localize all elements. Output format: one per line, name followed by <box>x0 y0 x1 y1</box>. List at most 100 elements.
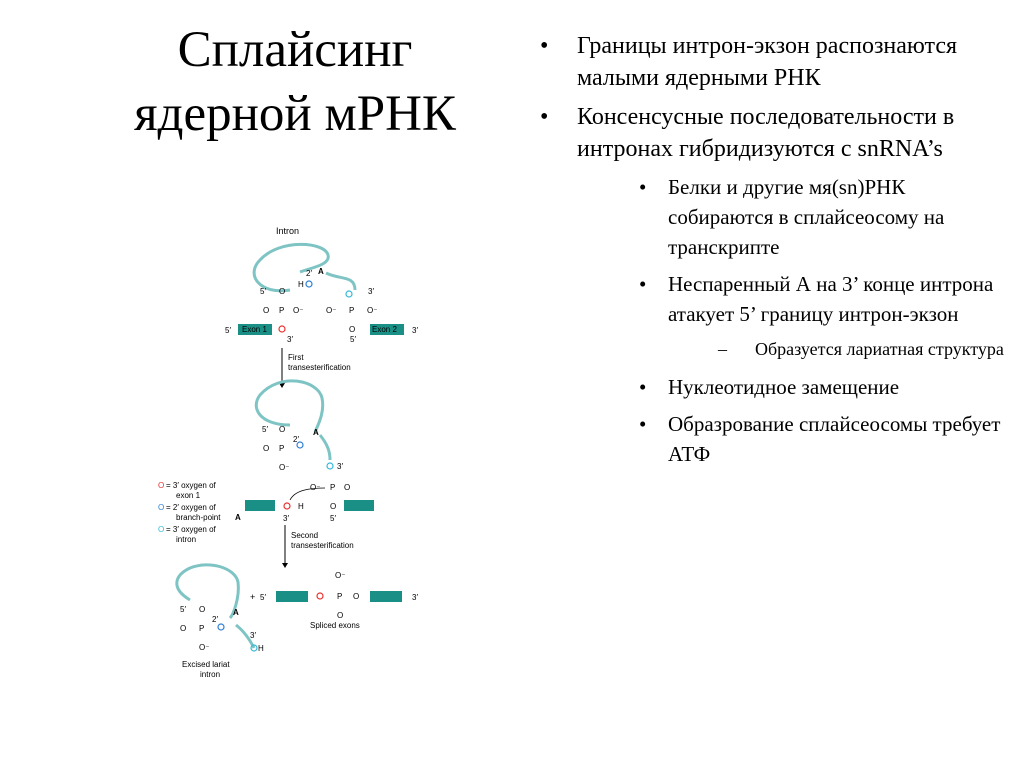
three-prime-3: 3′ <box>250 631 256 640</box>
ominus-3: O⁻ <box>199 643 209 652</box>
intron-label: Intron <box>276 226 299 236</box>
two-prime-3: 2′ <box>212 615 218 624</box>
red-oxygen-1 <box>278 325 286 333</box>
intron-tail-2 <box>318 434 332 461</box>
spliced-exon1-box <box>276 591 308 602</box>
blue-oxygen-1 <box>305 280 313 288</box>
h-3: H <box>258 644 264 653</box>
ominus-2b: O⁻ <box>310 483 320 492</box>
intron-loop-2 <box>254 379 325 433</box>
o-2d: O <box>330 502 336 511</box>
p-1: P <box>279 306 284 315</box>
bullet-2-3: Нуклеотидное замещение <box>639 372 1015 402</box>
exon1-box-2 <box>245 500 275 511</box>
p-3: P <box>199 624 204 633</box>
legend-red-symbol: O <box>158 481 164 490</box>
legend-red-l2: exon 1 <box>176 491 201 500</box>
legend-blue-symbol: O <box>158 503 164 512</box>
stage-1-pre-mrna: Intron 2′ A H 5′ O O P O⁻ 3′ 5′ Exon 1 3… <box>225 226 418 344</box>
p-2: P <box>279 444 284 453</box>
splicing-diagram: Intron 2′ A H 5′ O O P O⁻ 3′ 5′ Exon 1 3… <box>158 226 418 679</box>
p-2b: P <box>330 483 335 492</box>
intron-loop-1 <box>252 242 330 293</box>
ominus-1: O⁻ <box>293 306 303 315</box>
spliced-exons-label: Spliced exons <box>310 621 360 630</box>
o-3c: O <box>353 592 359 601</box>
five-prime-3: 5′ <box>180 605 186 614</box>
branch-a-1: A <box>318 267 324 276</box>
bullet-2-4: Образрование сплайсеосомы требует АТФ <box>639 409 1015 469</box>
exon1-label: Exon 1 <box>242 325 267 334</box>
title-line-2: ядерной мРНК <box>134 86 456 142</box>
ominus-1c: O⁻ <box>367 306 377 315</box>
five-prime-3b: 5′ <box>260 593 266 602</box>
o-1b: O <box>349 325 355 334</box>
excised-l2: intron <box>200 670 220 679</box>
exon1-box <box>238 324 272 335</box>
stage-2-lariat-forming: 5′ O 2′ A O P O⁻ 3′ H 3′ O⁻ P O O 5′ O =… <box>158 379 374 544</box>
five-prime-2: 5′ <box>262 425 268 434</box>
arrow-2-head <box>282 563 288 568</box>
cyan-oxygen-3 <box>250 644 258 652</box>
bullet-list: Границы интрон-экзон распознаются малыми… <box>540 30 1015 476</box>
five-prime-1b: 5′ <box>350 335 356 344</box>
legend-cyan-symbol: O <box>158 525 164 534</box>
intron-tail-3 <box>235 623 256 649</box>
legend-cyan-l1: = 3′ oxygen of <box>166 525 217 534</box>
two-prime-1: 2′ <box>306 269 312 278</box>
three-prime-exon2: 3′ <box>412 326 418 335</box>
cyan-oxygen-1 <box>345 290 353 298</box>
five-prime-1: 5′ <box>260 287 266 296</box>
p-3b: P <box>337 592 342 601</box>
three-prime-2b: 3′ <box>283 514 289 523</box>
five-prime-exon1: 5′ <box>225 326 231 335</box>
o-top-3: O <box>199 605 205 614</box>
branch-a-3: A <box>233 608 239 617</box>
o-top-2: O <box>279 425 285 434</box>
bullet-2-2: Неспаренный А на 3’ конце интрона атакуе… <box>639 269 1015 329</box>
legend-red-l1: = 3′ oxygen of <box>166 481 217 490</box>
o-3b: O <box>337 611 343 620</box>
blue-oxygen-3 <box>217 623 225 631</box>
bullet-2-1: Белки и другие мя(sn)РНК собираются в сп… <box>639 172 1015 262</box>
attack-arrow <box>289 487 326 501</box>
bullet-1: Границы интрон-экзон распознаются малыми… <box>540 30 1015 94</box>
ominus-1b: O⁻ <box>326 306 336 315</box>
legend-blue-l1: = 2′ oxygen of <box>166 503 217 512</box>
exon2-label: Exon 2 <box>372 325 397 334</box>
red-oxygen-2 <box>283 502 291 510</box>
plus-sign: + <box>250 592 255 602</box>
o-left-1: O <box>263 306 269 315</box>
first-step-l1: First <box>288 353 304 362</box>
intron-loop-3 <box>175 563 240 620</box>
bullet-2: Консенсусные последовательности в интрон… <box>540 101 1015 165</box>
stage-3-products: 5′ O 2′ A O P O⁻ 3′ H Excised lariat int… <box>175 563 418 679</box>
exon2-box-2 <box>344 500 374 511</box>
two-prime-2: 2′ <box>293 435 299 444</box>
legend-blue-l2: branch-point <box>176 513 221 522</box>
title-line-1: Сплайсинг <box>177 22 413 78</box>
branch-a-2: A <box>313 428 319 437</box>
o-left-2: O <box>263 444 269 453</box>
cyan-oxygen-2 <box>326 462 334 470</box>
h-1: H <box>298 280 304 289</box>
three-prime-3b: 3′ <box>412 593 418 602</box>
spliced-exon2-box <box>370 591 402 602</box>
second-step-l1: Second <box>291 531 318 540</box>
three-prime-1: 3′ <box>287 335 293 344</box>
ominus-3b: O⁻ <box>335 571 345 580</box>
h-2: H <box>298 502 304 511</box>
ominus-2: O⁻ <box>279 463 289 472</box>
three-prime-2: 3′ <box>337 462 343 471</box>
p-1b: P <box>349 306 354 315</box>
arrow-1-head <box>279 383 285 388</box>
excised-l1: Excised lariat <box>182 660 230 669</box>
slide-title: Сплайсинг ядерной мРНК <box>60 18 530 146</box>
five-prime-2b: 5′ <box>330 514 336 523</box>
legend-cyan-l2: intron <box>176 535 196 544</box>
blue-oxygen-2 <box>296 441 304 449</box>
legend-blue-a: A <box>235 513 241 522</box>
intron-tail-1 <box>325 271 357 291</box>
bullet-2-2-1: Образуется лариатная структура <box>718 336 1015 362</box>
first-step-l2: transesterification <box>288 363 351 372</box>
